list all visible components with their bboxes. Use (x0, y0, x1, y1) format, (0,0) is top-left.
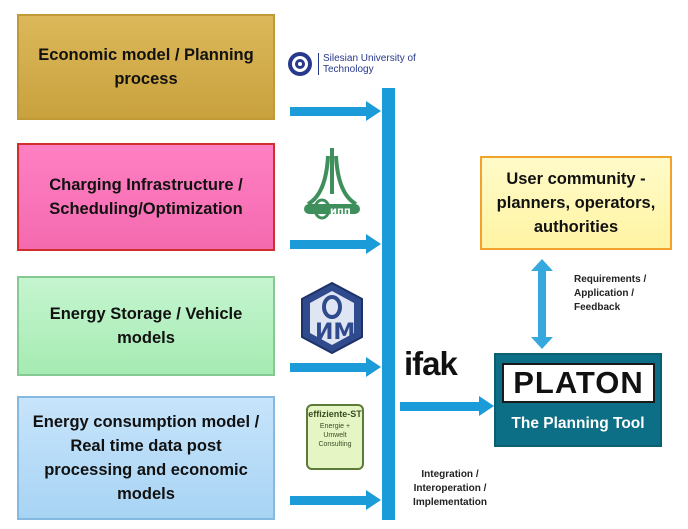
storage-arrow (290, 357, 381, 377)
user-community-box: User community - planners, operators, au… (480, 156, 672, 250)
requirements-label: Requirements / Application / Feedback (574, 274, 647, 313)
silesian-university-logo: Silesian University of Technology (287, 51, 433, 77)
silesian-university-text: Silesian University of Technology (318, 53, 433, 75)
effiziente-title: effiziente-ST (308, 409, 362, 419)
energy-storage-box: Energy Storage / Vehicle models (17, 276, 275, 376)
oim-logo-icon: ИМ (301, 281, 363, 355)
platon-subtitle: The Planning Tool (511, 415, 645, 432)
platon-box: PLATON The Planning Tool (494, 353, 662, 447)
economic-arrow (290, 101, 381, 121)
charging-arrow (290, 234, 381, 254)
university-seal-icon (288, 52, 312, 76)
charging-infrastructure-box: Charging Infrastructure / Scheduling/Opt… (17, 143, 275, 251)
effiziente-subtitle: Energie + Umwelt Consulting (318, 423, 352, 448)
ifak-logo: ifak (404, 345, 458, 382)
platon-logo: PLATON (502, 363, 655, 403)
platon-arrow (400, 396, 494, 416)
integration-bar (382, 88, 395, 520)
svg-text:ИМ: ИМ (315, 320, 355, 345)
effiziente-logo: effiziente-ST Energie + Umwelt Consultin… (306, 404, 364, 470)
integration-label: Integration / Interoperation / Implement… (413, 469, 487, 508)
energy-consumption-box: Energy consumption model / Real time dat… (17, 396, 275, 520)
feedback-double-arrow (531, 259, 553, 349)
economic-model-box: Economic model / Planning process (17, 14, 275, 120)
consumption-arrow (290, 490, 381, 510)
onpu-logo-icon: ипп (304, 148, 360, 220)
svg-text:ипп: ипп (330, 206, 351, 217)
